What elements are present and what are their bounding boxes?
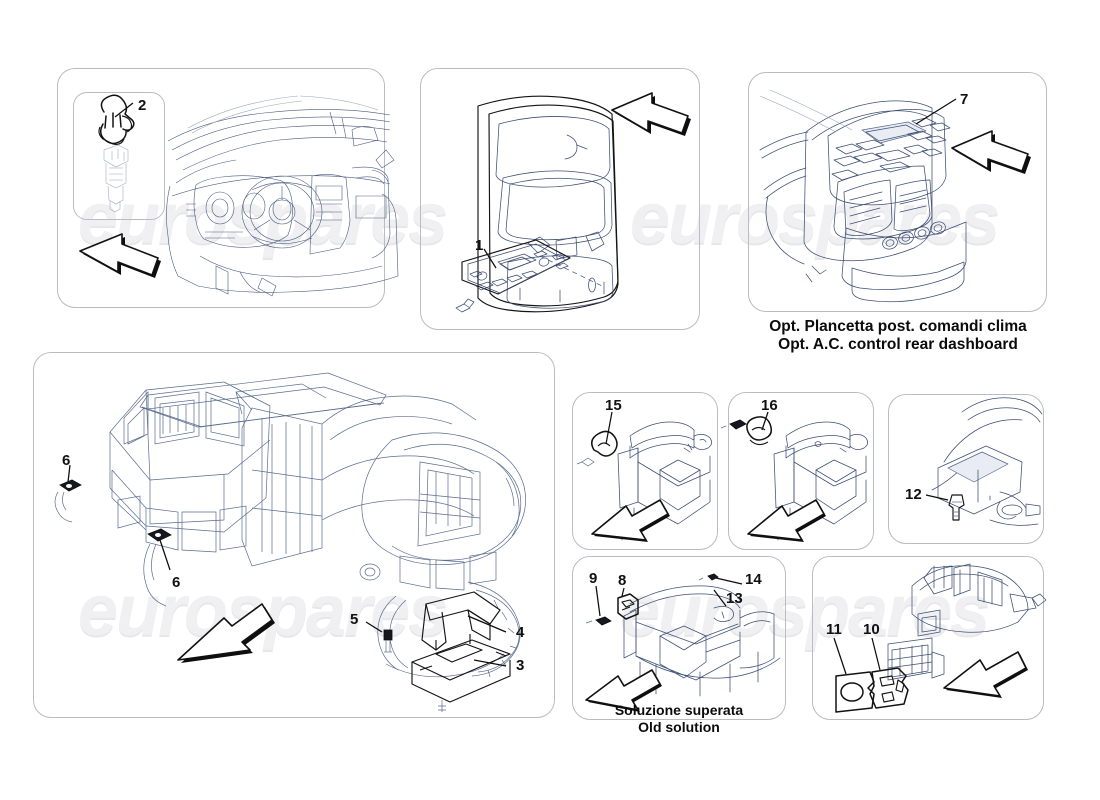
callout-11: 11	[826, 621, 842, 638]
center-console-panel	[420, 68, 700, 330]
hvac-unit-panel	[33, 352, 555, 718]
callout-12: 12	[905, 486, 922, 503]
detail-12-panel	[888, 394, 1044, 544]
rear-ac-caption-it: Opt. Plancetta post. comandi clima	[769, 318, 1027, 335]
callout-16: 16	[761, 397, 778, 414]
old-solution-caption-en: Old solution	[638, 718, 720, 735]
callout-10: 10	[863, 621, 880, 638]
detail-15-panel	[572, 392, 718, 550]
callout-8: 8	[618, 572, 627, 589]
callout-13: 13	[726, 590, 743, 607]
callout-14: 14	[745, 571, 762, 588]
callout-2: 2	[138, 97, 147, 114]
callout-15: 15	[605, 397, 622, 414]
callout-3: 3	[516, 657, 525, 674]
callout-5: 5	[350, 611, 359, 628]
callout-9: 9	[589, 570, 598, 587]
detail-11-10-panel	[812, 556, 1044, 720]
rear-ac-caption: Opt. Plancetta post. comandi clima Opt. …	[748, 318, 1048, 355]
rear-ac-control-panel	[748, 72, 1047, 312]
old-solution-caption: Soluzione superata Old solution	[572, 702, 786, 735]
dashboard-inset-box	[73, 92, 165, 220]
callout-6a: 6	[62, 452, 71, 469]
callout-6b: 6	[172, 574, 181, 591]
old-solution-caption-it: Soluzione superata	[614, 702, 744, 718]
old-solution-panel	[572, 556, 786, 720]
rear-ac-caption-en: Opt. A.C. control rear dashboard	[778, 336, 1018, 354]
callout-1: 1	[475, 237, 484, 254]
callout-7: 7	[960, 91, 969, 108]
callout-4: 4	[516, 624, 525, 641]
detail-16-panel	[728, 392, 874, 550]
